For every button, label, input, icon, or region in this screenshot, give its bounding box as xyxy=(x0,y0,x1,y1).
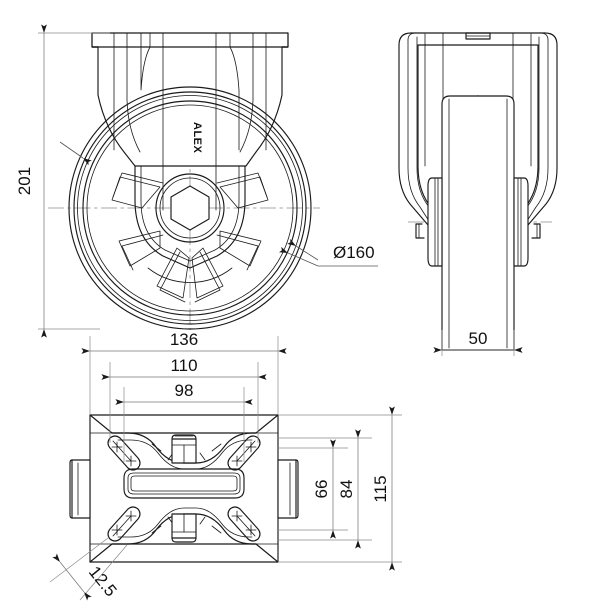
bearing-caps-side xyxy=(427,177,529,267)
side-elevation-view xyxy=(398,32,558,351)
wheel-side-profile xyxy=(441,95,515,351)
dimension-98-label: 98 xyxy=(175,381,194,400)
dimension-12-5-label: 12.5 xyxy=(85,563,121,601)
dimension-wheel-diameter: Ø160 xyxy=(278,243,378,267)
bolt-hole-bottom-right xyxy=(227,506,261,542)
brand-mark-text: ALEX xyxy=(191,122,203,154)
axle-nut-top xyxy=(171,434,197,464)
bolt-hole-top-left xyxy=(107,435,141,471)
axle-nut-bottom xyxy=(171,513,197,543)
side-tab-left xyxy=(69,459,91,519)
dimension-115-label: 115 xyxy=(371,475,390,502)
fork-bracket-front xyxy=(91,32,289,269)
dimension-bolt-width-inner: 66 xyxy=(278,439,348,539)
bolt-hole-top-right xyxy=(227,435,261,471)
tyre-pointer-right xyxy=(287,238,319,261)
wheel-front xyxy=(68,86,312,330)
bolt-hole-bottom-left xyxy=(107,506,141,542)
side-tab-right xyxy=(277,459,299,519)
wheel-spokes xyxy=(111,172,269,303)
dimension-201-label: 201 xyxy=(15,167,34,195)
dimension-66-label: 66 xyxy=(312,480,331,499)
dimension-bolt-spacing-inner: 98 xyxy=(115,381,253,462)
dimension-plate-length: 136 xyxy=(81,330,287,415)
dimension-wheel-width: 50 xyxy=(433,329,523,356)
dimension-diameter-label: Ø160 xyxy=(333,243,375,262)
front-elevation-view: ALEX xyxy=(48,32,320,330)
dimension-overall-height: 201 xyxy=(15,24,110,338)
dimension-bolt-width-outer: 84 xyxy=(278,429,372,549)
dimension-136-label: 136 xyxy=(170,330,198,349)
dimension-50-label: 50 xyxy=(469,329,488,348)
dimension-84-label: 84 xyxy=(337,480,356,499)
dimension-plate-width: 115 xyxy=(278,406,402,571)
dimension-110-label: 110 xyxy=(170,356,197,375)
tyre-pointer-left xyxy=(59,141,92,166)
bottom-plan-view xyxy=(69,414,299,563)
dimension-bolt-spacing-outer: 110 xyxy=(101,356,267,443)
